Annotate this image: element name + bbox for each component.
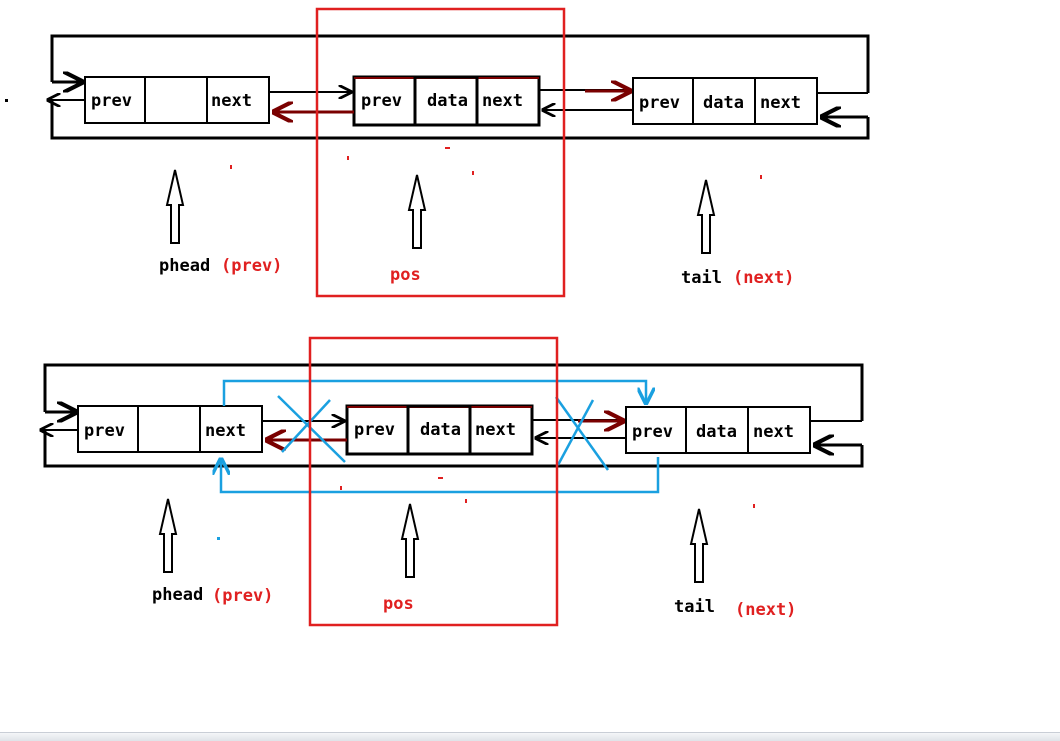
top-pointer-arrow-head [165, 169, 185, 244]
bottom-pointer-arrow-head [158, 498, 178, 573]
top-label-tail-field: (next) [733, 268, 794, 288]
bottom-label-phead: phead [152, 585, 203, 605]
top-label-tail: tail [681, 268, 722, 288]
speck [465, 499, 467, 503]
speck [445, 147, 450, 149]
bottom-loop-outer [43, 363, 864, 421]
speck [347, 156, 349, 160]
top-node-head-prev: prev [91, 91, 132, 111]
bottom-node-head-prev: prev [84, 421, 125, 441]
top-node-tail-next: next [760, 93, 801, 113]
bottom-loop-inner [43, 430, 864, 468]
top-loop-inner [50, 100, 870, 140]
top-node-pos-prev: prev [361, 91, 402, 111]
bottom-node-tail-next: next [753, 422, 794, 442]
bottom-node-pos-prev: prev [354, 420, 395, 440]
bottom-label-pos: pos [383, 594, 414, 614]
bottom-cross-left [277, 395, 346, 463]
bottom-node-head-next: next [205, 421, 246, 441]
top-pointer-arrow-tail [696, 179, 716, 254]
bottom-cross-right [554, 396, 610, 471]
speck [340, 486, 342, 490]
top-pos-highlight [315, 7, 566, 298]
window-bottom-edge [0, 732, 1060, 741]
top-label-phead: phead [159, 256, 210, 276]
bottom-node-pos-next: next [475, 420, 516, 440]
top-node-pos-next: next [482, 91, 523, 111]
bottom-node-tail-prev: prev [632, 422, 673, 442]
bottom-relink-head-next-to-tail [222, 379, 646, 406]
bottom-pos-highlight [308, 336, 559, 627]
bottom-label-tail-field: (next) [735, 600, 796, 620]
top-node-pos-data: data [427, 91, 468, 111]
speck [760, 175, 762, 179]
top-pointer-arrow-pos [407, 174, 427, 249]
speck [438, 477, 443, 479]
top-node-tail-data: data [703, 93, 744, 113]
speck [753, 504, 755, 508]
bottom-pointer-arrow-tail [689, 508, 709, 583]
bottom-node-tail-data: data [696, 422, 737, 442]
speck [230, 165, 232, 169]
bottom-relink-tail-prev-to-head [221, 457, 660, 494]
bottom-node-tail: prev data next [625, 406, 811, 454]
bottom-diagram: prev next prev data next prev data next [41, 336, 864, 627]
top-node-tail-prev: prev [639, 93, 680, 113]
speck [472, 171, 474, 175]
bottom-node-pos: prev data next [345, 404, 534, 456]
top-node-tail: prev data next [632, 77, 818, 125]
top-loop-outer [50, 34, 870, 93]
bottom-node-pos-data: data [420, 420, 461, 440]
bottom-pointer-arrow-pos [400, 503, 420, 578]
bottom-label-phead-field: (prev) [212, 586, 273, 606]
top-label-pos: pos [390, 265, 421, 285]
top-node-pos: prev data next [352, 75, 541, 127]
top-diagram: prev next prev data next prev data next [5, 7, 870, 298]
bottom-node-head: prev next [77, 405, 263, 453]
top-label-phead-field: (prev) [221, 256, 282, 276]
top-node-head-next: next [211, 91, 252, 111]
bottom-label-tail: tail [674, 597, 715, 617]
speck [217, 537, 220, 540]
speck [5, 99, 8, 102]
top-node-head: prev next [84, 76, 270, 124]
